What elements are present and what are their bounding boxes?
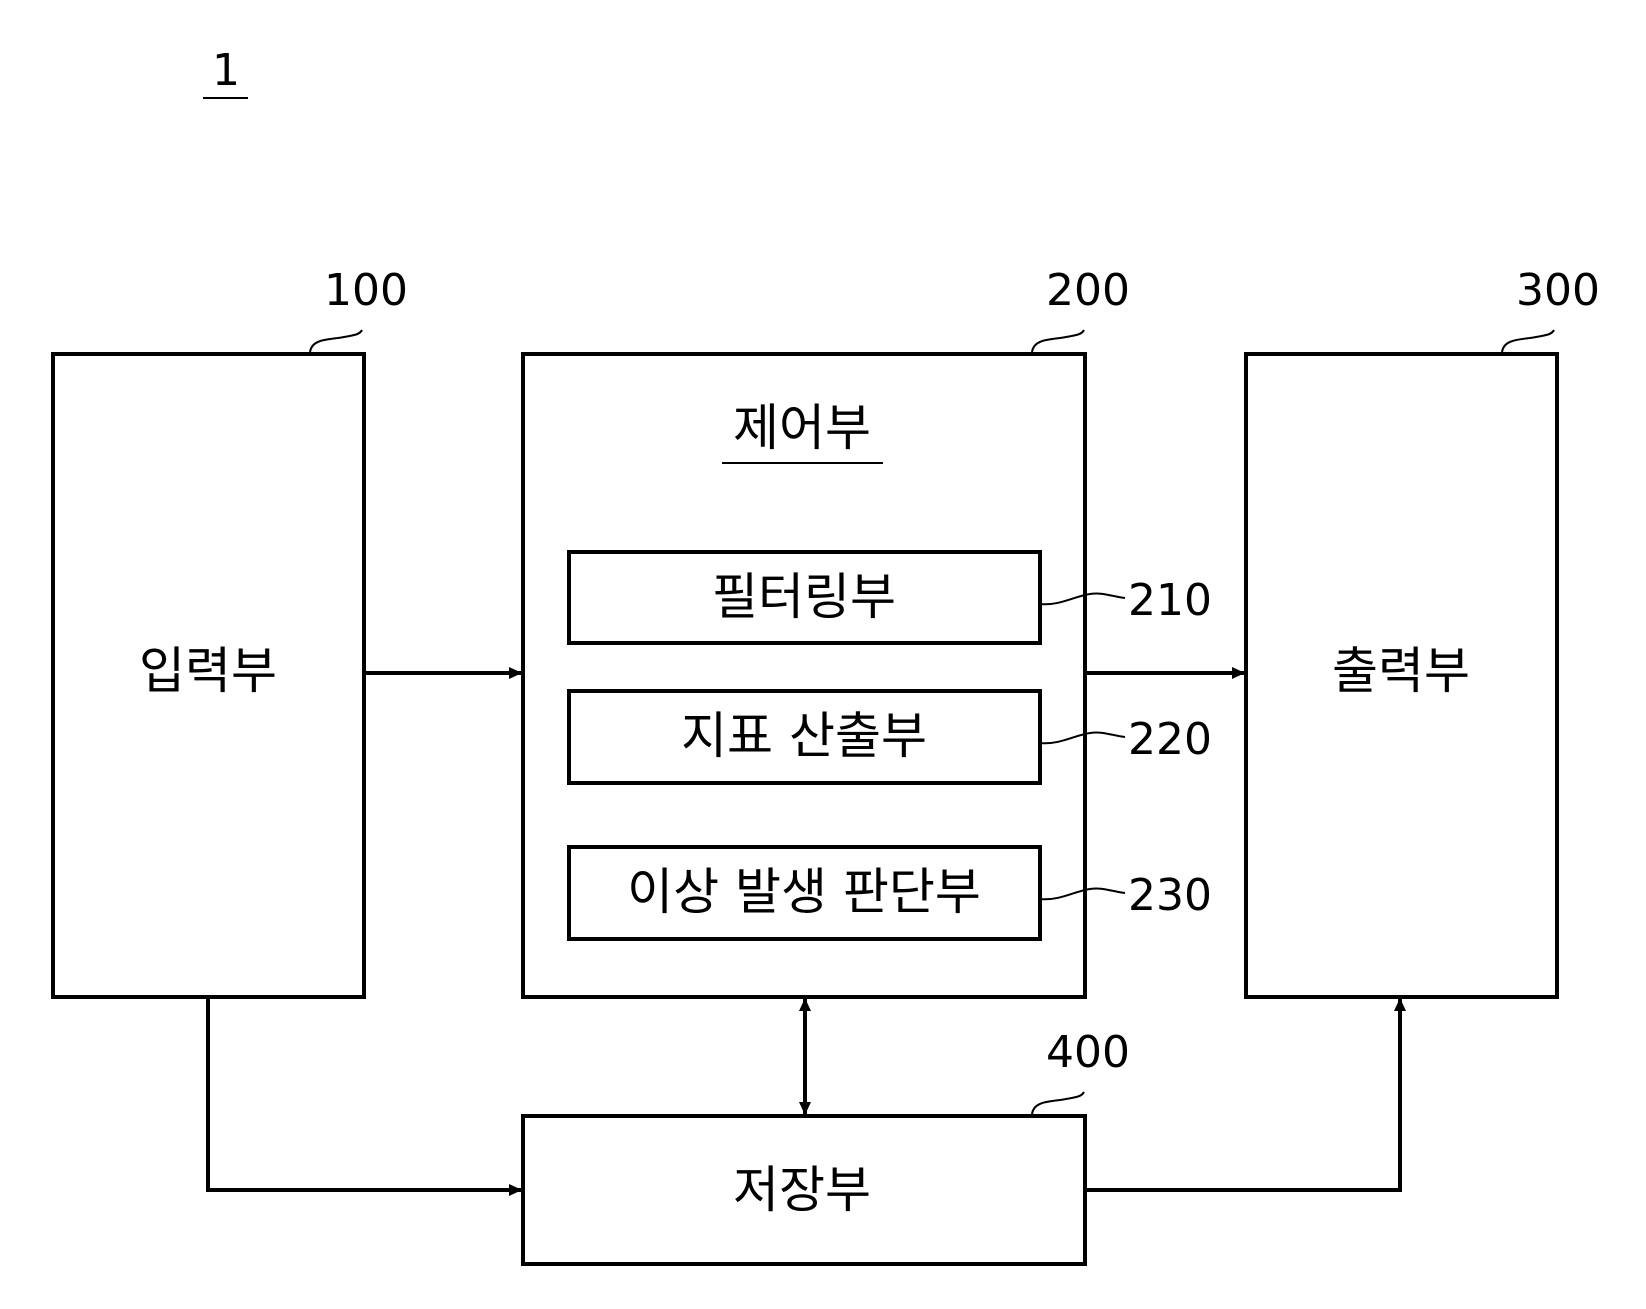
output-ref: 300	[1516, 265, 1600, 316]
control-ref: 200	[1046, 265, 1130, 316]
arrow-storage-to-output	[1085, 998, 1406, 1192]
input-block-label: 입력부	[139, 642, 277, 700]
anomaly-determination-sub-block	[567, 845, 1042, 941]
filtering-ref-leader	[1039, 592, 1126, 606]
storage-block	[521, 1114, 1087, 1266]
filtering-sub-block-label: 필터링부	[712, 568, 896, 626]
index-calculation-sub-block	[567, 689, 1042, 785]
output-ref-leader	[1501, 329, 1555, 353]
arrow-input-to-storage	[206, 997, 522, 1196]
storage-block-label: 저장부	[733, 1161, 871, 1219]
storage-ref: 400	[1046, 1027, 1130, 1078]
control-ref-leader	[1031, 329, 1085, 353]
filtering-ref: 210	[1128, 575, 1212, 626]
output-block-label: 출력부	[1332, 642, 1470, 700]
index-calculation-sub-block-label: 지표 산출부	[681, 707, 927, 765]
filtering-sub-block	[567, 550, 1042, 645]
index-calculation-ref-leader	[1039, 731, 1126, 745]
input-ref: 100	[324, 265, 408, 316]
output-block	[1244, 352, 1559, 999]
anomaly-determination-ref: 230	[1128, 870, 1212, 921]
anomaly-determination-sub-block-label: 이상 발생 판단부	[627, 863, 981, 921]
input-ref-leader	[309, 329, 363, 353]
anomaly-determination-ref-leader	[1039, 887, 1126, 901]
index-calculation-ref: 220	[1128, 714, 1212, 765]
storage-ref-leader	[1031, 1091, 1085, 1115]
control-block-label: 제어부	[733, 399, 871, 457]
figure-ref: 1	[212, 45, 240, 96]
